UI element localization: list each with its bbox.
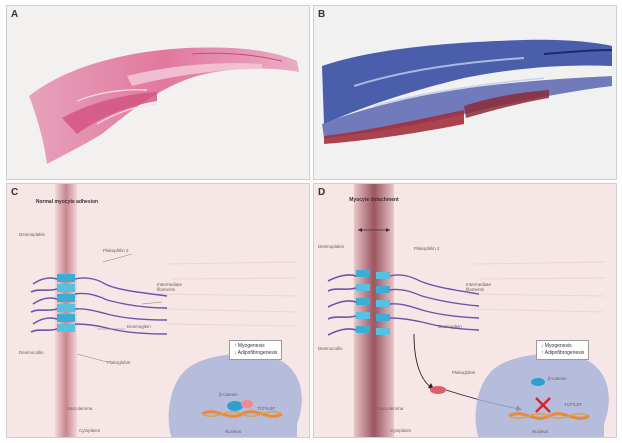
label-tcf: TCF/LEF	[257, 406, 275, 411]
label-plakoglobin: Plakoglobin	[452, 370, 475, 375]
label-filaments: Intermediate filaments	[466, 282, 506, 292]
label-bcatenin: β-catenin	[548, 376, 567, 381]
label-tcf: TCF/LEF	[564, 402, 582, 407]
panel-c-diagram: C	[6, 183, 310, 438]
legend-myogenesis: ↑ Myogenesis	[234, 343, 277, 350]
label-plakoglobin: Plakoglobin	[107, 360, 130, 365]
panel-d-legend: ↓ Myogenesis ↑ Adipofibrogenesis	[536, 340, 589, 360]
panel-a-label: A	[11, 9, 18, 20]
panel-c-header: Normal myocyte adhesion	[35, 200, 99, 206]
panel-d-label: D	[318, 187, 325, 198]
nucleus-shape	[476, 354, 609, 438]
label-cytoplasm: Cytoplasm	[79, 428, 100, 433]
label-desmocollin: Desmocollin	[318, 346, 343, 351]
legend-adipofibrogenesis: ↑ Adipofibrogenesis	[541, 350, 584, 357]
panel-c-label: C	[11, 187, 18, 198]
panel-d-diagram: D	[313, 183, 617, 438]
detachment-illustration	[314, 184, 617, 438]
label-desmocollin: Desmocollin	[19, 350, 44, 355]
panel-b-histology: B	[313, 5, 617, 180]
label-plakophilin: Plakophilin 2	[414, 246, 440, 251]
normal-adhesion-illustration	[7, 184, 310, 438]
panel-c-legend: ↑ Myogenesis ↓ Adipofibrogenesis	[229, 340, 282, 360]
label-nucleus: Nucleus	[225, 429, 241, 434]
label-plakophilin: Plakophilin 2	[103, 248, 129, 253]
label-cytoplasm: Cytoplasm	[390, 428, 411, 433]
label-desmoglein: Desmoglein	[438, 324, 462, 329]
he-tissue-section	[7, 6, 310, 180]
panel-b-label: B	[318, 9, 325, 20]
label-desmoplakin: Desmoplakin	[318, 244, 344, 249]
label-desmoplakin: Desmoplakin	[19, 232, 45, 237]
trichrome-tissue-section	[314, 6, 617, 180]
label-nucleus: Nucleus	[532, 429, 548, 434]
panel-d-header: Myocyte detachment	[342, 198, 406, 204]
label-sarcolemma: Sarcolemma	[378, 406, 403, 411]
legend-myogenesis: ↓ Myogenesis	[541, 343, 584, 350]
label-filaments: Intermediate filaments	[157, 282, 197, 292]
label-bcatenin: β-catenin	[219, 392, 238, 397]
label-desmoglein: Desmoglein	[127, 324, 151, 329]
panel-a-histology: A	[6, 5, 310, 180]
legend-adipofibrogenesis: ↓ Adipofibrogenesis	[234, 350, 277, 357]
label-sarcolemma: Sarcolemma	[67, 406, 92, 411]
